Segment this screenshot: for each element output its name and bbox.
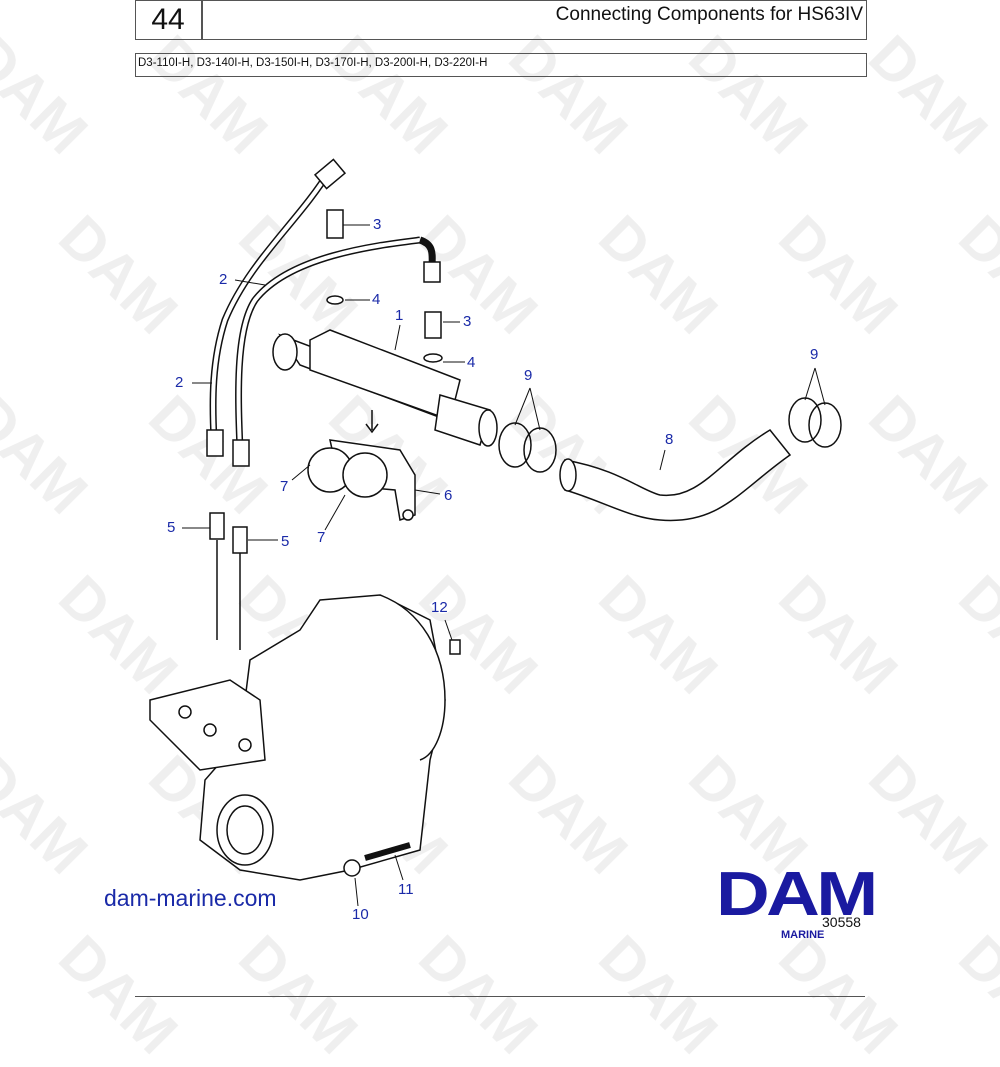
callout-3: 3	[373, 216, 382, 233]
callout-12: 12	[431, 599, 448, 616]
clamps-9	[498, 397, 842, 473]
callout-8: 8	[665, 431, 674, 448]
callout-4: 4	[372, 291, 381, 308]
fittings	[209, 209, 443, 650]
callout-9: 9	[810, 346, 819, 363]
page-number-box	[135, 0, 203, 40]
callout-2: 2	[175, 374, 184, 391]
callout-1: 1	[395, 307, 404, 324]
callout-6: 6	[444, 487, 453, 504]
hose-8	[559, 429, 792, 522]
gearbox	[149, 594, 461, 881]
callout-10: 10	[352, 906, 369, 923]
bracket-6	[307, 439, 416, 521]
footer-divider	[135, 996, 865, 997]
logo-subtext: MARINE	[781, 929, 825, 941]
callout-5: 5	[281, 533, 290, 550]
dam-logo: DAM	[716, 860, 878, 929]
callout-9: 9	[524, 367, 533, 384]
callout-11: 11	[398, 881, 414, 898]
parts-diagram	[149, 158, 842, 907]
engine-models: D3-110I-H, D3-140I-H, D3-150I-H, D3-170I…	[138, 57, 488, 69]
models-box	[135, 53, 867, 77]
callout-3: 3	[463, 313, 472, 330]
drawing-reference: 30558	[822, 914, 861, 930]
callout-2: 2	[219, 271, 228, 288]
pipe-1	[272, 329, 498, 447]
leader-lines	[182, 224, 826, 907]
callout-7: 7	[317, 529, 326, 546]
hose-2	[206, 158, 441, 467]
title-box	[201, 0, 867, 40]
page-number: 44	[151, 3, 185, 36]
website-link[interactable]: dam-marine.com	[104, 885, 277, 911]
callout-7: 7	[280, 478, 289, 495]
page-title: Connecting Components for HS63IV	[555, 4, 863, 25]
callout-5: 5	[167, 519, 176, 536]
callout-4: 4	[467, 354, 476, 371]
